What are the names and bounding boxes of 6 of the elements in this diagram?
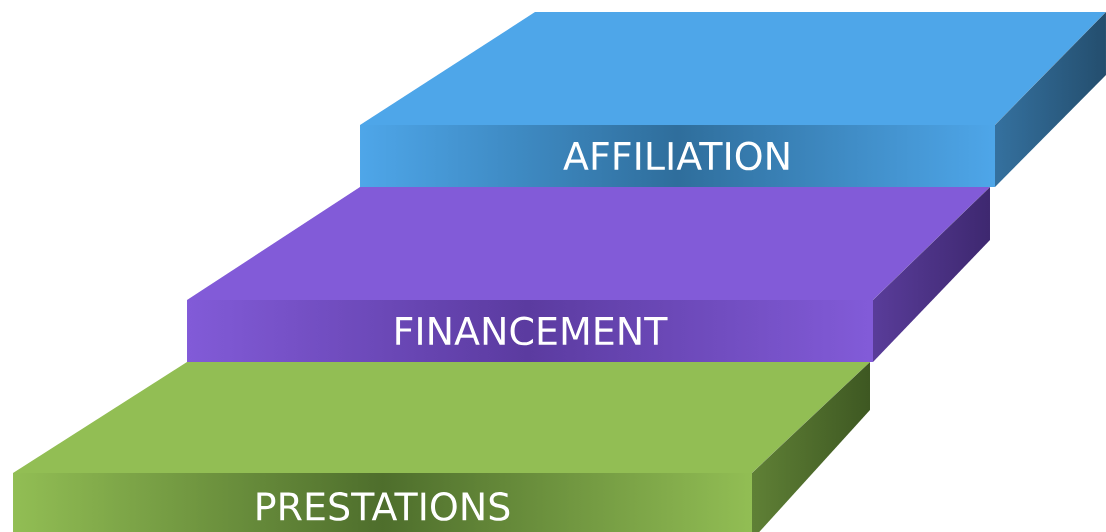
node-label: AFFILIATION: [563, 141, 789, 171]
step-block: AFFILIATION: [360, 12, 1106, 187]
step-block: FINANCEMENT: [187, 187, 990, 362]
step-block: PRESTATIONS: [13, 362, 870, 532]
node-label: PRESTATIONS: [257, 492, 510, 521]
node-label: FINANCEMENT: [396, 316, 668, 346]
